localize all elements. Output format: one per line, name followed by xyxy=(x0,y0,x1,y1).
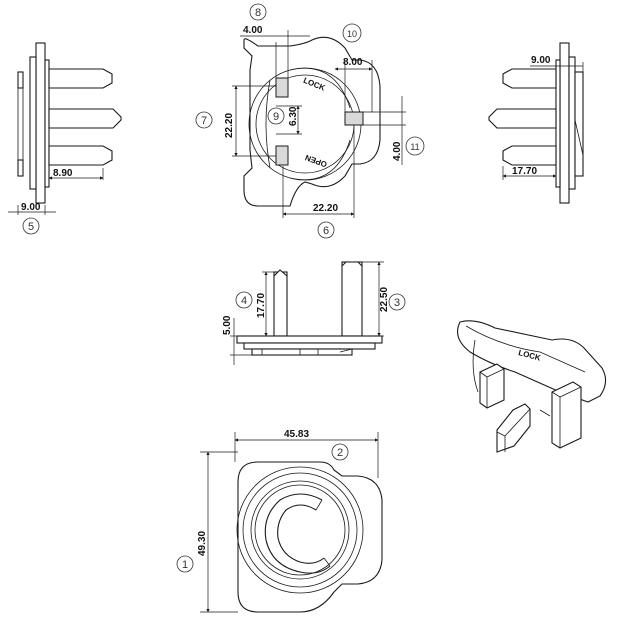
callout-3: 3 xyxy=(388,293,406,311)
callout-6: 6 xyxy=(317,221,335,239)
dim-8-90: 8.90 xyxy=(53,168,73,179)
callout-3-text: 3 xyxy=(394,297,400,309)
callout-7: 7 xyxy=(195,111,213,129)
dim-22-50: 22.50 xyxy=(379,287,390,312)
dim-5-00: 5.00 xyxy=(222,315,233,335)
front-view xyxy=(232,30,406,218)
dim-49-30: 49.30 xyxy=(197,531,208,556)
callout-2: 2 xyxy=(331,443,349,461)
middle-side-view xyxy=(230,261,384,365)
callout-11: 11 xyxy=(405,136,425,156)
dim-4-00-top: 4.00 xyxy=(243,25,263,36)
callout-8: 8 xyxy=(249,3,267,21)
callout-11-text: 11 xyxy=(410,142,419,152)
isometric-view xyxy=(457,320,607,453)
callout-4: 4 xyxy=(235,291,253,309)
dim-22-20-v: 22.20 xyxy=(224,113,235,138)
callout-6-text: 6 xyxy=(323,225,329,237)
dim-6-30: 6.30 xyxy=(288,106,299,126)
callout-7-text: 7 xyxy=(201,115,207,127)
dim-22-20-h: 22.20 xyxy=(313,203,338,214)
dim-8-00: 8.00 xyxy=(343,57,363,68)
callout-1: 1 xyxy=(176,555,194,573)
callout-8-text: 8 xyxy=(255,7,261,19)
callout-9-text: 9 xyxy=(273,111,279,123)
callout-5: 5 xyxy=(22,217,40,235)
dim-17-70-right: 17.70 xyxy=(512,166,537,177)
dim-9-00-left: 9.00 xyxy=(21,202,41,213)
bottom-view xyxy=(200,432,383,613)
dim-17-70-mid: 17.70 xyxy=(256,293,267,318)
dim-4-00-right: 4.00 xyxy=(392,141,403,161)
callout-10-text: 10 xyxy=(347,29,357,39)
dim-9-00-right: 9.00 xyxy=(531,55,551,66)
left-side-view xyxy=(8,42,122,215)
callout-10: 10 xyxy=(342,23,362,43)
right-side-view xyxy=(488,42,584,204)
callout-9: 9 xyxy=(267,107,285,125)
callout-2-text: 2 xyxy=(337,447,343,459)
dim-45-83: 45.83 xyxy=(284,429,309,440)
callout-4-text: 4 xyxy=(241,295,247,307)
callout-1-text: 1 xyxy=(182,559,188,571)
callout-5-text: 5 xyxy=(28,221,34,233)
